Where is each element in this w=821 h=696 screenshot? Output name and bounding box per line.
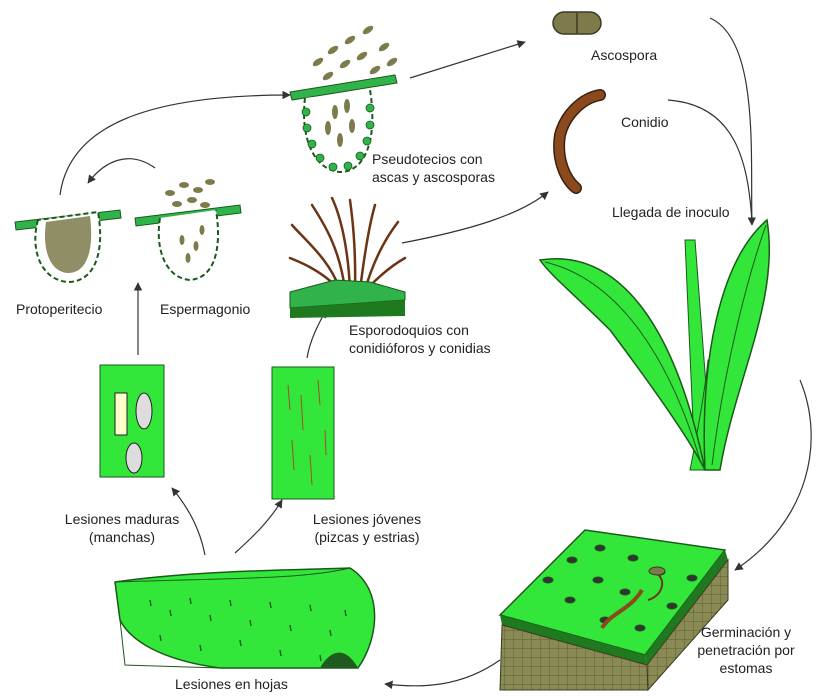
label-germinacion-line3: estomas [681,659,811,677]
protoperitecio-illustration [15,210,121,282]
lesiones-maduras-card [100,365,164,477]
label-lesiones-maduras-line2: (manchas) [32,528,212,546]
label-esporodoquios: Esporodoquios con conidióforos y conidia… [349,321,491,357]
arrow-esporodoquios-to-conidio [402,192,548,243]
released-ascospores [311,24,398,82]
label-lesiones-jovenes-line1: Lesiones jóvenes [277,510,457,528]
conidio-illustration [559,95,600,188]
espermagonio-illustration [135,179,241,280]
esporodoquio-illustration [290,198,405,318]
ascospora-illustration [553,12,601,34]
arrow-pseudotecios-to-ascospora [410,42,525,78]
label-pseudotecios-line2: ascas y ascosporas [372,168,495,186]
label-germinacion-line2: penetración por [681,641,811,659]
label-lesiones-maduras: Lesiones maduras (manchas) [32,510,212,546]
arrow-leaf-to-tissue [735,380,811,570]
banana-plant-illustration [540,220,769,470]
arrow-tissue-to-leaf-lesions [385,660,500,686]
label-lesiones-jovenes-line2: (pizcas y estrias) [277,528,457,546]
label-ascospora: Ascospora [591,46,657,64]
label-lesiones-hojas: Lesiones en hojas [175,675,288,693]
label-lesiones-maduras-line1: Lesiones maduras [32,510,212,528]
label-esporodoquios-line2: conidióforos y conidias [349,339,491,357]
leaf-lesions-illustration [115,568,375,668]
label-germinacion: Germinación y penetración por estomas [681,623,811,677]
label-lesiones-jovenes: Lesiones jóvenes (pizcas y estrias) [277,510,457,546]
arrow-hojas-to-jovenes [235,500,282,553]
label-protoperitecio: Protoperitecio [16,300,102,318]
label-pseudotecios-line1: Pseudotecios con [372,150,495,168]
label-conidio: Conidio [621,113,668,131]
arrow-ascospora-to-leaf [710,18,752,225]
arrow-espermagonio-to-protoperitecio [88,159,155,183]
label-espermagonio: Espermagonio [160,300,250,318]
label-llegada-inoculo: Llegada de inoculo [612,203,730,221]
label-pseudotecios: Pseudotecios con ascas y ascosporas [372,150,495,186]
label-esporodoquios-line1: Esporodoquios con [349,321,491,339]
lesiones-jovenes-card [272,367,334,499]
arrow-protoperitecio-to-pseudotecios [60,95,290,195]
label-germinacion-line1: Germinación y [681,623,811,641]
